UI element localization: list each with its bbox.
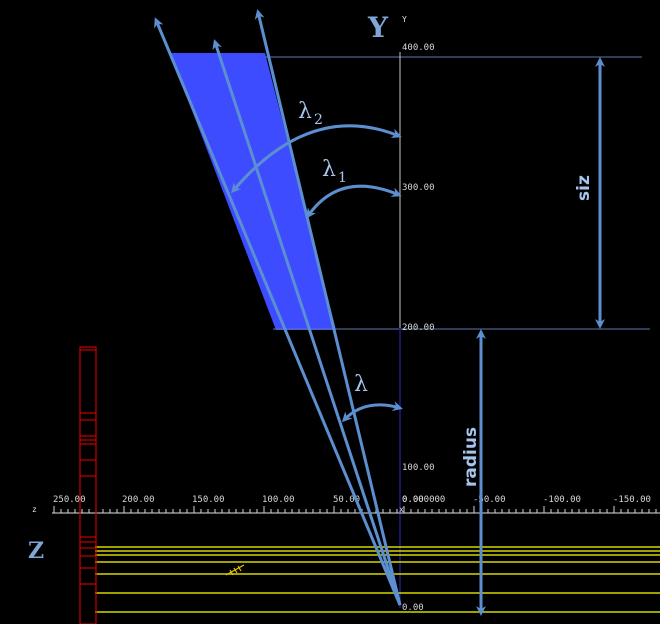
arc-lambda2 [231,124,402,194]
red-detector-column [79,346,97,624]
y-axis-title: Y [367,11,389,44]
arc-lambda [341,401,403,423]
label-lambda1-sub: 1 [338,170,347,186]
z-tick-250: 250.00 [53,495,86,505]
label-siz: siz [574,175,594,201]
hit-marker-stroke [233,567,238,574]
z-tick-0: 0.00 [402,495,424,505]
z-axis-minor-ticks [53,506,657,513]
label-lambda2-sub: 2 [314,112,323,128]
ray-lambda1 [254,9,402,606]
label-lambda1: λ [322,157,336,182]
z-axis-title: Z [28,538,44,564]
label-lambda: λ [354,372,368,397]
z-tick-100: 100.00 [262,495,295,505]
hit-marker-stroke [229,569,234,576]
hit-marker-stroke [237,565,242,572]
y-tick-300: 300.00 [402,183,435,193]
z-tick-m50: -50.00 [473,495,506,505]
z-axis-small-label: z [32,505,37,514]
overlap-label: 0.000000 [402,495,445,505]
z-tick-150: 150.00 [192,495,225,505]
red-column-outline [79,346,97,624]
z-tick-50: 50.00 [333,495,360,505]
label-radius: radius [461,427,481,487]
z-tick-m100: -100.00 [543,495,581,505]
y-axis-small-label: Y [402,15,407,24]
y-tick-400: 400.00 [402,43,435,53]
arc-lambda1 [306,184,402,219]
z-tick-m150: -150.00 [613,495,651,505]
label-lambda2: λ [298,99,312,124]
y-tick-100: 100.00 [402,463,435,473]
ray-lambda2 [154,17,402,606]
x-axis-small-label: x [399,505,404,514]
y-tick-200: 200.00 [402,323,435,333]
detector-layers [95,546,660,613]
z-tick-200: 200.00 [122,495,155,505]
hit-marker [225,564,245,576]
y-tick-0: 0.00 [402,603,424,613]
